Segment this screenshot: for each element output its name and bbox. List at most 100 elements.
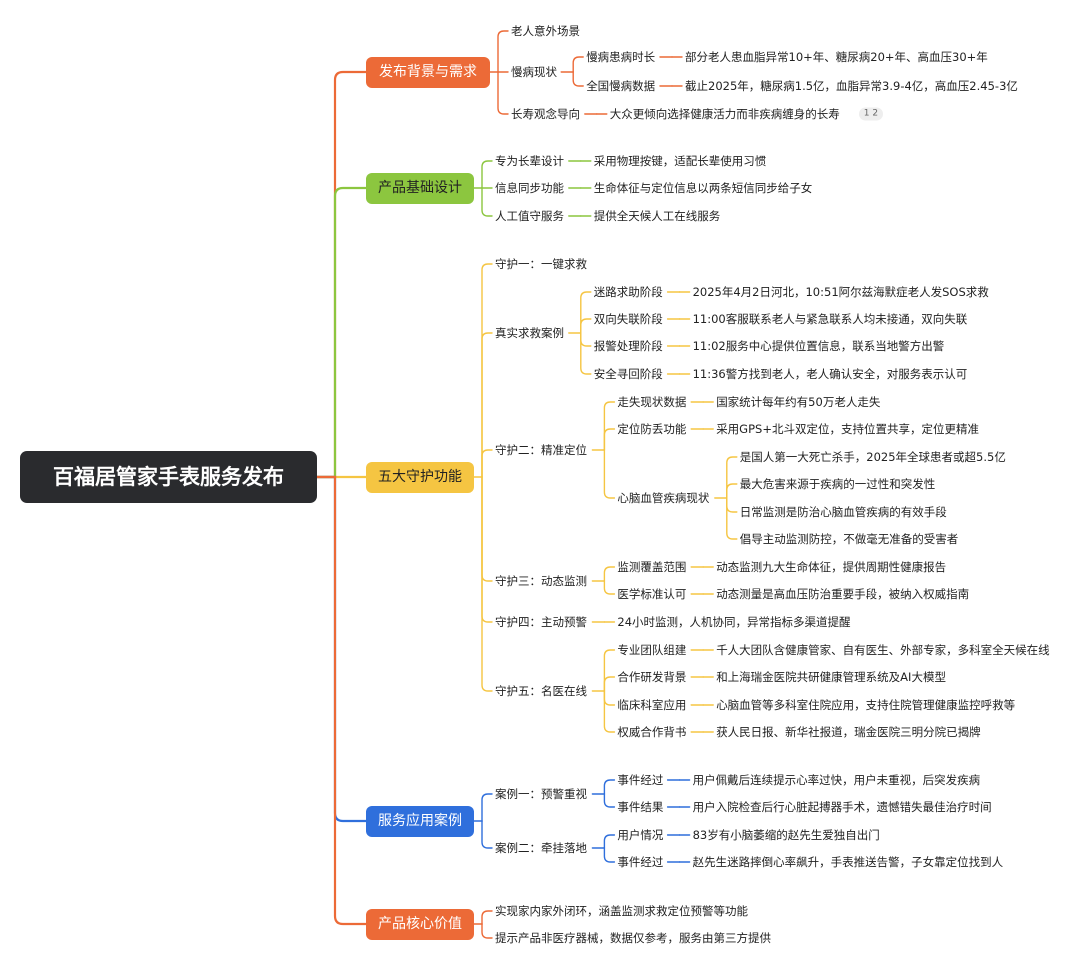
connector-b3-d2-1 xyxy=(603,580,616,595)
note-badge[interactable]: 1 2 xyxy=(858,107,884,121)
connector-b4-d2-0 xyxy=(603,834,616,849)
node-b4-d3-0[interactable]: 用户入院检查后行心脏起搏器手术，遗憾错失最佳治疗时间 xyxy=(691,799,993,815)
node-b3-d3-0[interactable]: 和上海瑞金医院共研健康管理系统及AI大模型 xyxy=(715,669,947,685)
node-b3-d1-2[interactable]: 守护二：精准定位 xyxy=(494,442,588,458)
connector-b3-d2-2 xyxy=(603,449,616,499)
root-topic[interactable]: 百福居管家手表服务发布 xyxy=(20,451,317,503)
connector-b4-d1-0 xyxy=(481,793,493,822)
connector-b3-d2-2 xyxy=(580,332,592,347)
node-b4-d2-1[interactable]: 事件结果 xyxy=(616,799,665,815)
connector-b4-d1-1 xyxy=(481,820,493,849)
node-b4-d2-1[interactable]: 事件经过 xyxy=(616,854,665,870)
branch-b3[interactable]: 五大守护功能 xyxy=(366,461,474,493)
node-b2-d2-0[interactable]: 提供全天候人工在线服务 xyxy=(592,208,722,224)
node-b2-d2-0[interactable]: 采用物理按键，适配长辈使用习惯 xyxy=(592,153,768,169)
connector-b4-d2-1 xyxy=(603,847,616,863)
node-b4-d1-1[interactable]: 案例二：牵挂落地 xyxy=(494,840,588,856)
node-b3-d2-2[interactable]: 临床科室应用 xyxy=(616,697,688,713)
node-b5-d1-1[interactable]: 提示产品非医疗器械，数据仅参考，服务由第三方提供 xyxy=(494,930,772,946)
node-b3-d3-0[interactable]: 动态监测九大生命体征，提供周期性健康报告 xyxy=(715,559,948,575)
node-b3-d3-0[interactable]: 采用GPS+北斗双定位，支持位置共享，定位更精准 xyxy=(715,421,980,437)
node-b1-d2-0[interactable]: 大众更倾向选择健康活力而非疾病缠身的长寿 xyxy=(608,106,841,122)
connector-b5-d1-1 xyxy=(481,923,493,939)
node-b4-d3-0[interactable]: 赵先生迷路摔倒心率飙升，手表推送告警，子女靠定位找到人 xyxy=(691,854,1005,870)
connector-b3-d2-1 xyxy=(603,676,616,692)
branch-b5[interactable]: 产品核心价值 xyxy=(366,908,474,940)
node-b3-d3-0[interactable]: 国家统计每年约有50万老人走失 xyxy=(715,394,882,410)
node-b2-d2-0[interactable]: 生命体征与定位信息以两条短信同步给子女 xyxy=(592,180,814,196)
node-b1-d2-1[interactable]: 全国慢病数据 xyxy=(585,78,657,94)
node-b2-d1-2[interactable]: 人工值守服务 xyxy=(494,208,565,224)
node-b3-d2-0[interactable]: 走失现状数据 xyxy=(616,394,688,410)
connector-b3-d2-0 xyxy=(603,401,616,451)
connector-b3-d1-1 xyxy=(481,332,493,478)
node-b3-d1-1[interactable]: 真实求救案例 xyxy=(494,325,565,341)
node-b3-d3-0[interactable]: 是国人第一大死亡杀手，2025年全球患者或超5.5亿 xyxy=(738,449,1007,465)
node-b3-d2-3[interactable]: 权威合作背书 xyxy=(616,724,688,740)
node-b3-d3-2[interactable]: 日常监测是防治心脑血管疾病的有效手段 xyxy=(738,504,948,520)
node-b5-d1-0[interactable]: 实现家内家外闭环，涵盖监测求救定位预警等功能 xyxy=(494,903,749,919)
node-b4-d2-0[interactable]: 用户情况 xyxy=(616,827,665,843)
node-b3-d3-0[interactable]: 获人民日报、新华社报道，瑞金医院三明分院已揭牌 xyxy=(715,724,982,740)
connector-b3-d2-3 xyxy=(580,332,592,375)
connector-b3-d2-0 xyxy=(580,291,592,334)
node-b3-d1-4[interactable]: 守护四：主动预警 xyxy=(494,614,588,630)
node-b3-d2-1[interactable]: 定位防丢功能 xyxy=(616,421,688,437)
node-b3-d2-1[interactable]: 合作研发背景 xyxy=(616,669,688,685)
node-b3-d1-3[interactable]: 守护三：动态监测 xyxy=(494,573,588,589)
node-b1-d1-0[interactable]: 老人意外场景 xyxy=(510,23,581,39)
node-b4-d1-0[interactable]: 案例一：预警重视 xyxy=(494,786,588,802)
node-b1-d3-0[interactable]: 截止2025年，糖尿病1.5亿，血脂异常3.9-4亿，高血压2.45-3亿 xyxy=(684,78,1019,94)
node-b4-d3-0[interactable]: 用户佩戴后连续提示心率过快，用户未重视，后突发疾病 xyxy=(691,772,982,788)
connector-b1-d2-0 xyxy=(572,56,584,73)
connector-b3-d2-0 xyxy=(603,566,616,582)
node-b3-d2-1[interactable]: 医学标准认可 xyxy=(616,586,688,602)
connector-b3-d2-1 xyxy=(603,428,616,451)
node-b3-d3-0[interactable]: 11:02服务中心提供位置信息，联系当地警方出警 xyxy=(691,338,946,354)
node-b2-d1-1[interactable]: 信息同步功能 xyxy=(494,180,565,196)
connector-root-b1 xyxy=(315,70,368,479)
connector-b2-d1-2 xyxy=(481,187,493,217)
connector-b3-d2-0 xyxy=(603,649,616,692)
node-b3-d2-3[interactable]: 安全寻回阶段 xyxy=(592,366,664,382)
node-b3-d3-0[interactable]: 千人大团队含健康管家、自有医生、外部专家，多科室全天候在线 xyxy=(715,642,1051,658)
node-b3-d2-0[interactable]: 迷路求助阶段 xyxy=(592,284,664,300)
node-b3-d3-0[interactable]: 11:36警方找到老人，老人确认安全，对服务表示认可 xyxy=(691,366,969,382)
node-b3-d3-0[interactable]: 2025年4月2日河北，10:51阿尔兹海默症老人发SOS求救 xyxy=(691,284,990,300)
node-b3-d3-0[interactable]: 心脑血管等多科室住院应用，支持住院管理健康监控呼救等 xyxy=(715,697,1017,713)
node-b1-d2-0[interactable]: 慢病患病时长 xyxy=(585,49,657,65)
node-b3-d1-5[interactable]: 守护五：名医在线 xyxy=(494,683,588,699)
branch-b2[interactable]: 产品基础设计 xyxy=(366,172,474,204)
node-b2-d1-0[interactable]: 专为长辈设计 xyxy=(494,153,565,169)
connector-b5-d1-0 xyxy=(481,910,493,925)
node-b4-d3-0[interactable]: 83岁有小脑萎缩的赵先生爱独自出门 xyxy=(691,827,881,843)
branch-b4[interactable]: 服务应用案例 xyxy=(366,805,474,837)
node-b3-d1-0[interactable]: 守护一：一键求救 xyxy=(494,256,588,272)
connector-root-b4 xyxy=(315,475,368,823)
connector-b1-d2-1 xyxy=(572,71,584,87)
node-b3-d2-2[interactable]: 心脑血管疾病现状 xyxy=(616,490,711,506)
connector-b3-d2-1 xyxy=(580,318,592,334)
connector-b3-d3-2 xyxy=(726,497,738,513)
connector-b3-d3-3 xyxy=(726,497,738,540)
node-b1-d1-2[interactable]: 长寿观念导向 xyxy=(510,106,581,122)
node-b3-d2-2[interactable]: 报警处理阶段 xyxy=(592,338,664,354)
node-b3-d2-0[interactable]: 专业团队组建 xyxy=(616,642,688,658)
branch-b1[interactable]: 发布背景与需求 xyxy=(366,56,490,88)
node-b3-d2-0[interactable]: 监测覆盖范围 xyxy=(616,559,688,575)
connector-b4-d2-1 xyxy=(603,793,616,808)
node-b3-d2-0[interactable]: 24小时监测，人机协同，异常指标多渠道提醒 xyxy=(616,614,852,630)
connector-b1-d1-0 xyxy=(497,30,509,73)
node-b4-d2-0[interactable]: 事件经过 xyxy=(616,772,665,788)
node-b3-d3-0[interactable]: 11:00客服联系老人与紧急联系人均未接通，双向失联 xyxy=(691,311,969,327)
node-b1-d3-0[interactable]: 部分老人患血脂异常10+年、糖尿病20+年、高血压30+年 xyxy=(684,49,989,65)
node-b3-d2-1[interactable]: 双向失联阶段 xyxy=(592,311,664,327)
connector-b4-d2-0 xyxy=(603,779,616,795)
node-b3-d3-1[interactable]: 最大危害来源于疾病的一过性和突发性 xyxy=(738,476,937,492)
node-b3-d3-0[interactable]: 动态测量是高血压防治重要手段，被纳入权威指南 xyxy=(715,586,971,602)
connector-b3-d1-5 xyxy=(481,476,493,692)
connector-b3-d1-4 xyxy=(481,476,493,623)
node-b3-d3-3[interactable]: 倡导主动监测防控，不做毫无准备的受害者 xyxy=(738,531,960,547)
node-b1-d1-1[interactable]: 慢病现状 xyxy=(510,64,558,80)
